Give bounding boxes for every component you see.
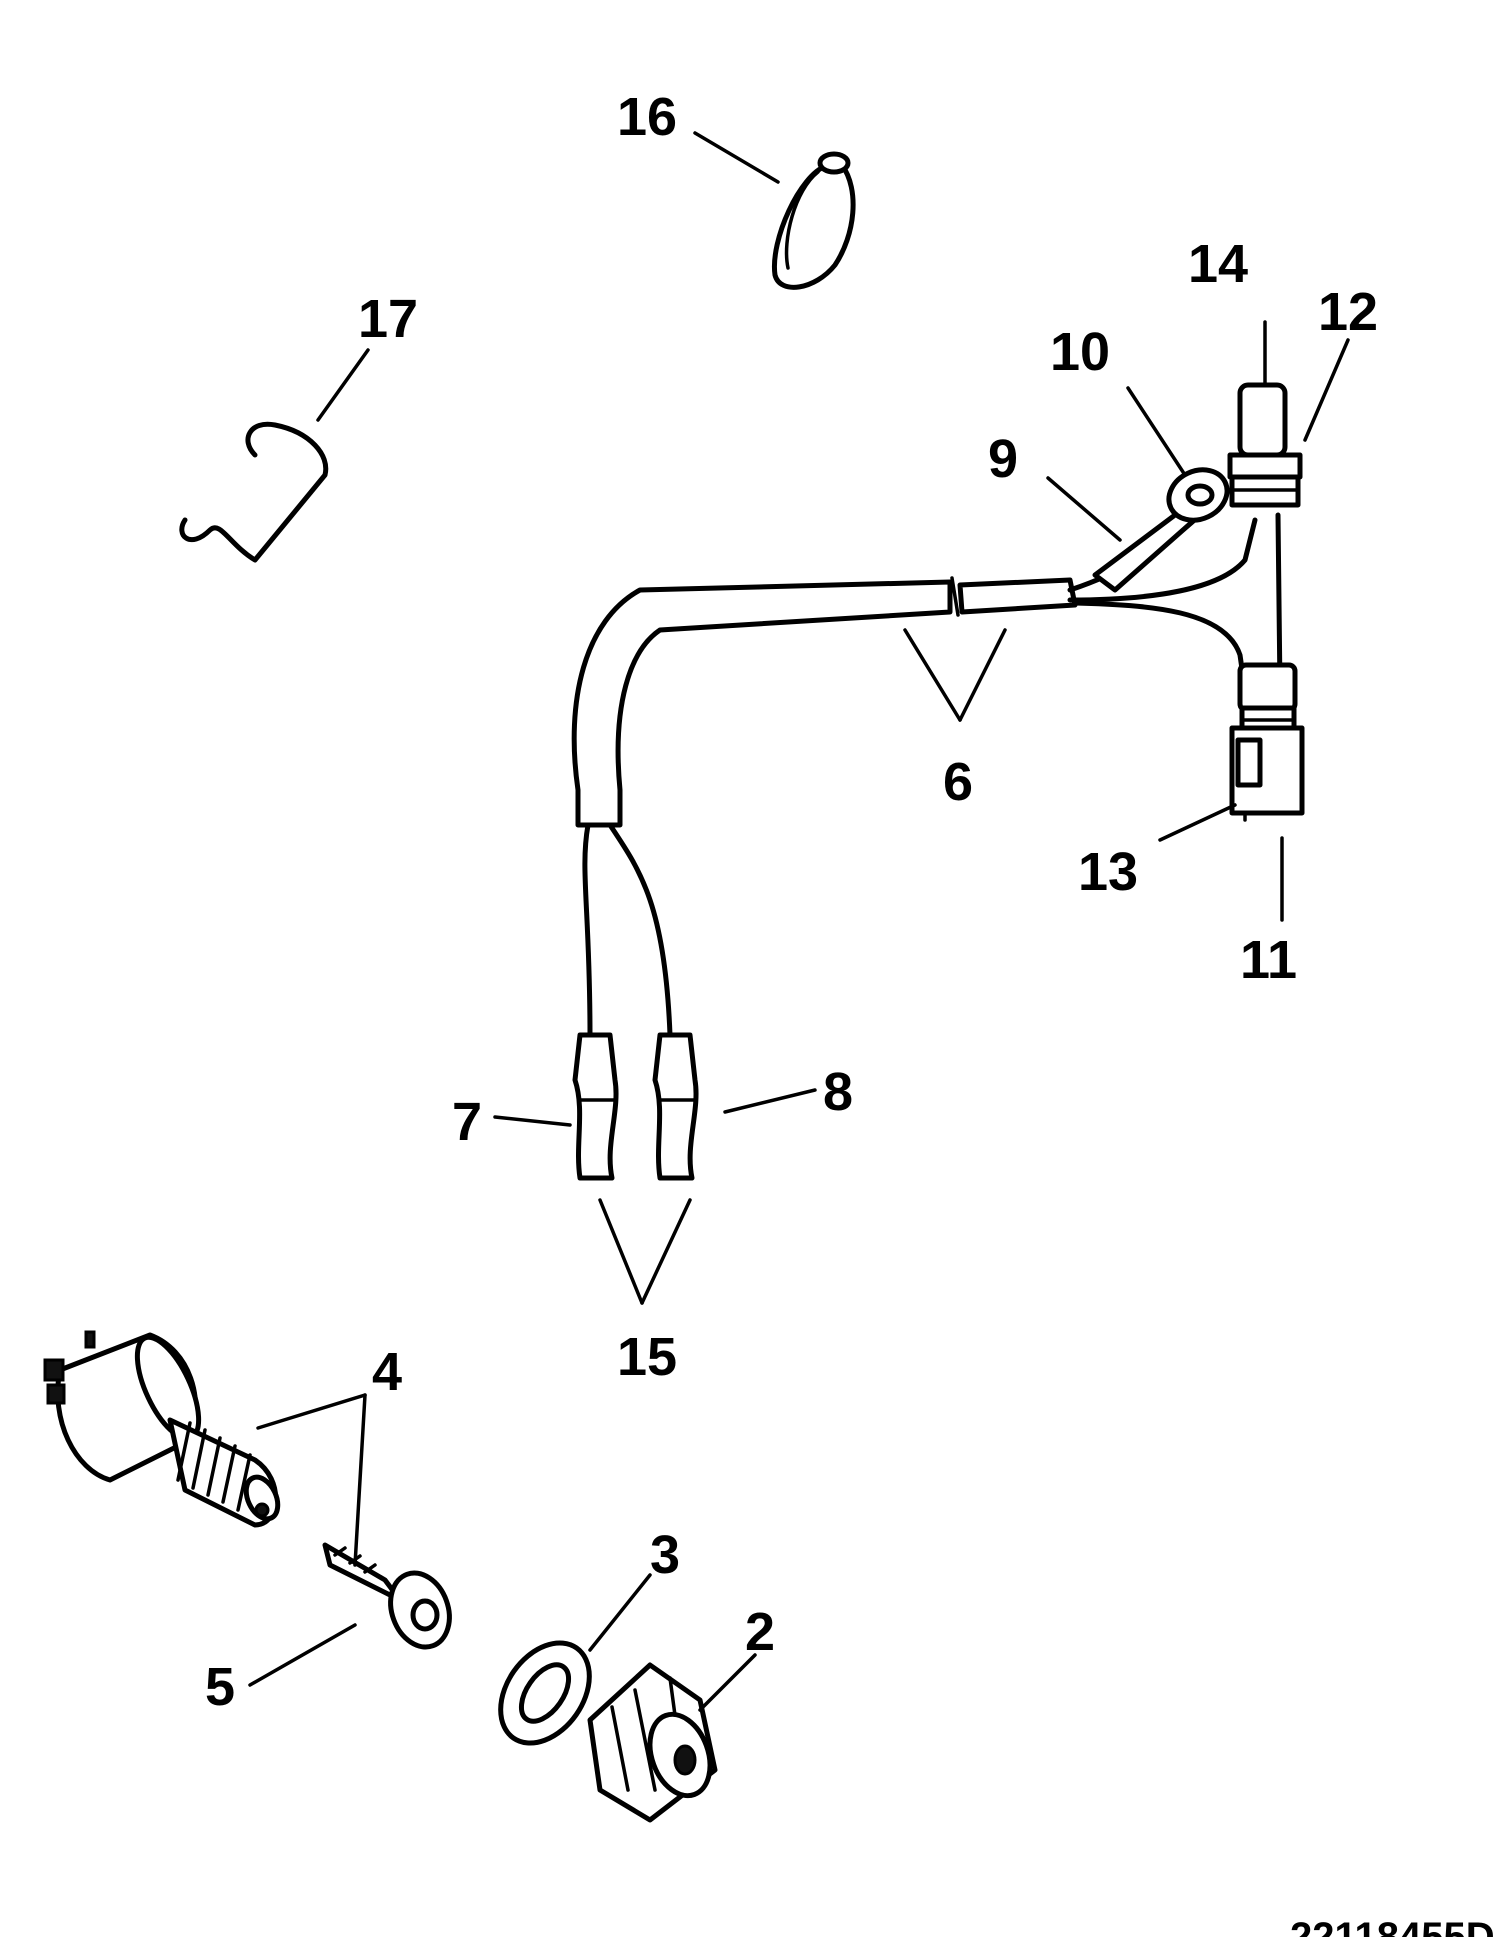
part-11-bottom-connector — [1229, 662, 1305, 822]
callout-5: 5 — [205, 1657, 235, 1717]
callout-12: 12 — [1318, 282, 1378, 342]
drawing-number: 22118455D — [1290, 1915, 1495, 1937]
part-17-spring-clip — [179, 421, 329, 563]
callout-8: 8 — [823, 1062, 853, 1122]
callout-7: 7 — [452, 1092, 482, 1152]
part-3-washer — [498, 1640, 592, 1746]
callout-17: 17 — [358, 289, 418, 349]
callout-9: 9 — [988, 429, 1018, 489]
callout-10: 10 — [1050, 322, 1110, 382]
callout-13: 13 — [1078, 842, 1138, 902]
callout-labels: 16 17 14 12 10 9 6 13 11 8 7 15 4 5 3 2 … — [205, 87, 1495, 1937]
part-7-8-terminals — [572, 822, 699, 1181]
leader-lines — [248, 131, 1350, 1712]
part-10-ring-terminal — [1092, 467, 1230, 593]
part-5-key — [322, 1542, 452, 1650]
callout-6: 6 — [943, 752, 973, 812]
callout-14: 14 — [1188, 234, 1248, 294]
callout-16: 16 — [617, 87, 677, 147]
callout-11: 11 — [1240, 930, 1297, 990]
callout-4: 4 — [372, 1342, 402, 1402]
part-4-key-switch — [43, 1330, 281, 1528]
part-2-nut — [587, 1662, 718, 1823]
part-16-clip — [771, 151, 856, 290]
callout-2: 2 — [745, 1602, 775, 1662]
part-14-top-connector — [1227, 382, 1303, 508]
callout-15: 15 — [617, 1327, 677, 1387]
callout-3: 3 — [650, 1525, 680, 1585]
